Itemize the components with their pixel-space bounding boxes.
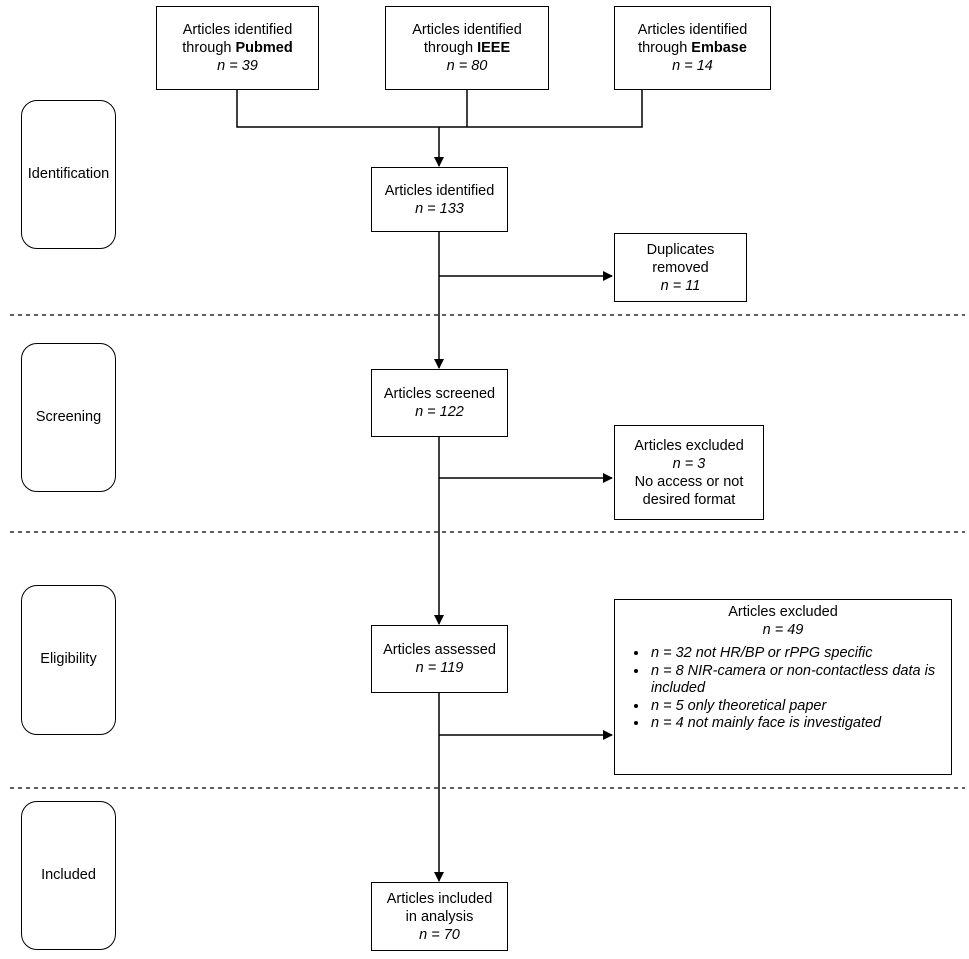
box-label: through IEEE bbox=[423, 40, 511, 56]
box-label: Articles excluded bbox=[728, 604, 838, 620]
box-label: Articles included bbox=[386, 890, 493, 907]
source-connector bbox=[236, 90, 643, 128]
box-count: n = 133 bbox=[415, 200, 464, 217]
box-label: desired format bbox=[642, 491, 736, 508]
database-name: Embase bbox=[691, 40, 747, 56]
stage-label: Eligibility bbox=[40, 651, 97, 667]
box-count: n = 3 bbox=[672, 455, 706, 472]
exclusion-reason: n = 32 not HR/BP or rPPG specific bbox=[649, 645, 951, 663]
box-label: through Embase bbox=[638, 40, 747, 56]
exclusion-reason: n = 4 not mainly face is investigated bbox=[649, 715, 951, 733]
box-label: Articles identified bbox=[384, 182, 495, 199]
box-label: in analysis bbox=[405, 908, 474, 925]
stage-label: Screening bbox=[35, 408, 102, 425]
duplicates-box: Duplicates removed n = 11 bbox=[614, 233, 747, 302]
box-count: n = 122 bbox=[415, 404, 464, 420]
box-count: n = 80 bbox=[446, 58, 488, 74]
box-label: through Pubmed bbox=[182, 40, 293, 56]
screened-box: Articles screened n = 122 bbox=[371, 369, 508, 437]
database-name: Pubmed bbox=[235, 40, 293, 56]
exclusion-reason: n = 5 only theoretical paper bbox=[649, 698, 951, 716]
box-label: Articles excluded bbox=[634, 437, 744, 454]
box-count: n = 11 bbox=[660, 277, 701, 294]
box-label: Articles identified bbox=[637, 22, 748, 38]
box-count: n = 119 bbox=[415, 660, 464, 676]
source-box-ieee: Articles identified through IEEE n = 80 bbox=[385, 6, 549, 90]
stage-screening: Screening bbox=[21, 343, 116, 492]
box-label: Articles identified bbox=[412, 22, 522, 38]
box-count: n = 39 bbox=[217, 58, 258, 74]
box-label: Duplicates bbox=[646, 241, 715, 258]
identified-box: Articles identified n = 133 bbox=[371, 167, 508, 232]
stage-included: Included bbox=[21, 801, 116, 950]
stage-label: Identification bbox=[27, 165, 110, 182]
box-label: removed bbox=[652, 259, 709, 276]
box-count: n = 49 bbox=[762, 622, 804, 638]
exclusion-reasons-list: n = 32 not HR/BP or rPPG specific n = 8 … bbox=[615, 645, 951, 733]
box-label: No access or not bbox=[634, 473, 744, 490]
stage-identification: Identification bbox=[21, 100, 116, 249]
source-box-embase: Articles identified through Embase n = 1… bbox=[614, 6, 771, 90]
excluded-eligibility-box: Articles excluded n = 49 n = 32 not HR/B… bbox=[614, 599, 952, 775]
box-label: Articles identified bbox=[182, 22, 293, 38]
included-box: Articles included in analysis n = 70 bbox=[371, 882, 508, 951]
source-box-pubmed: Articles identified through Pubmed n = 3… bbox=[156, 6, 319, 90]
box-count: n = 14 bbox=[672, 58, 713, 74]
stage-label: Included bbox=[41, 866, 96, 883]
database-name: IEEE bbox=[477, 40, 511, 56]
box-count: n = 70 bbox=[419, 926, 460, 943]
stage-eligibility: Eligibility bbox=[21, 585, 116, 735]
exclusion-reason: n = 8 NIR-camera or non-contactless data… bbox=[649, 663, 951, 698]
box-label: Articles assessed bbox=[383, 642, 496, 658]
excluded-screen-box: Articles excluded n = 3 No access or not… bbox=[614, 425, 764, 520]
assessed-box: Articles assessed n = 119 bbox=[371, 625, 508, 693]
box-label: Articles screened bbox=[383, 386, 496, 402]
